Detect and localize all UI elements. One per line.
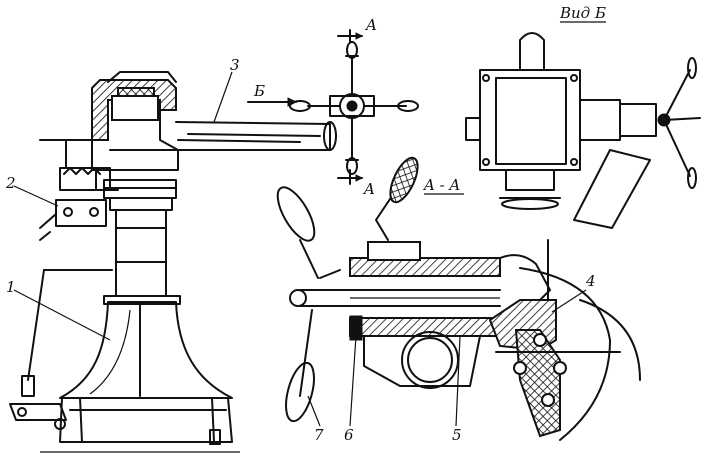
label-section-a-bottom: A bbox=[362, 180, 375, 198]
label-part-2: 2 bbox=[5, 174, 16, 192]
machine-column-view bbox=[9, 29, 419, 453]
label-view-b-arrow: Б bbox=[253, 82, 265, 100]
label-view-b-title: Вид Б bbox=[559, 4, 606, 22]
section-a-a bbox=[276, 156, 641, 441]
label-section-a-top: A bbox=[364, 16, 377, 34]
label-part-5: 5 bbox=[452, 426, 462, 444]
label-part-6: 6 bbox=[344, 426, 354, 444]
label-part-4: 4 bbox=[585, 272, 596, 290]
handwheel-top bbox=[289, 41, 419, 175]
view-b bbox=[465, 32, 701, 229]
label-part-3: 3 bbox=[230, 56, 240, 74]
label-part-1: 1 bbox=[6, 278, 16, 296]
label-part-7: 7 bbox=[314, 426, 324, 444]
label-section-title: A - A bbox=[422, 176, 460, 194]
